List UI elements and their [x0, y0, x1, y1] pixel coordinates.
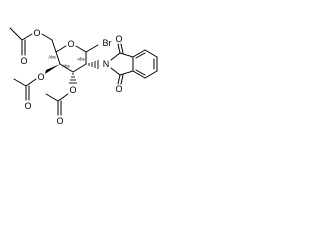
stereo-abs-label: Abs	[62, 64, 69, 69]
structure-drawing: O O O Br	[9, 27, 158, 126]
bromine-label: Br	[103, 38, 112, 48]
c3-carbonyl-oxygen-label: O	[56, 116, 63, 126]
c2-hash-bond	[88, 60, 99, 69]
c3-acetate-group	[45, 73, 77, 116]
c3-hash-bond	[69, 73, 77, 84]
ring-oxygen-label: O	[67, 39, 74, 49]
phthalimide-group	[110, 43, 158, 85]
c6-ester-oxygen-label: O	[33, 28, 40, 38]
c4-ester-oxygen-label: O	[37, 72, 44, 82]
c3-ester-oxygen-label: O	[69, 85, 76, 95]
pyranose-ring	[55, 45, 87, 73]
c4-acetate-group	[13, 64, 60, 101]
stereo-abs-label: Abs	[77, 57, 84, 62]
imide-nitrogen-label: N	[103, 59, 110, 69]
c6-carbonyl-oxygen-label: O	[20, 56, 27, 66]
imide-top-oxygen-label: O	[115, 34, 122, 44]
stereo-abs-label: Abs	[48, 55, 55, 60]
c1-br-bond	[85, 44, 99, 53]
imide-bottom-oxygen-label: O	[115, 84, 122, 94]
c6-acetate-group	[9, 27, 57, 56]
c4-carbonyl-oxygen-label: O	[24, 101, 31, 111]
